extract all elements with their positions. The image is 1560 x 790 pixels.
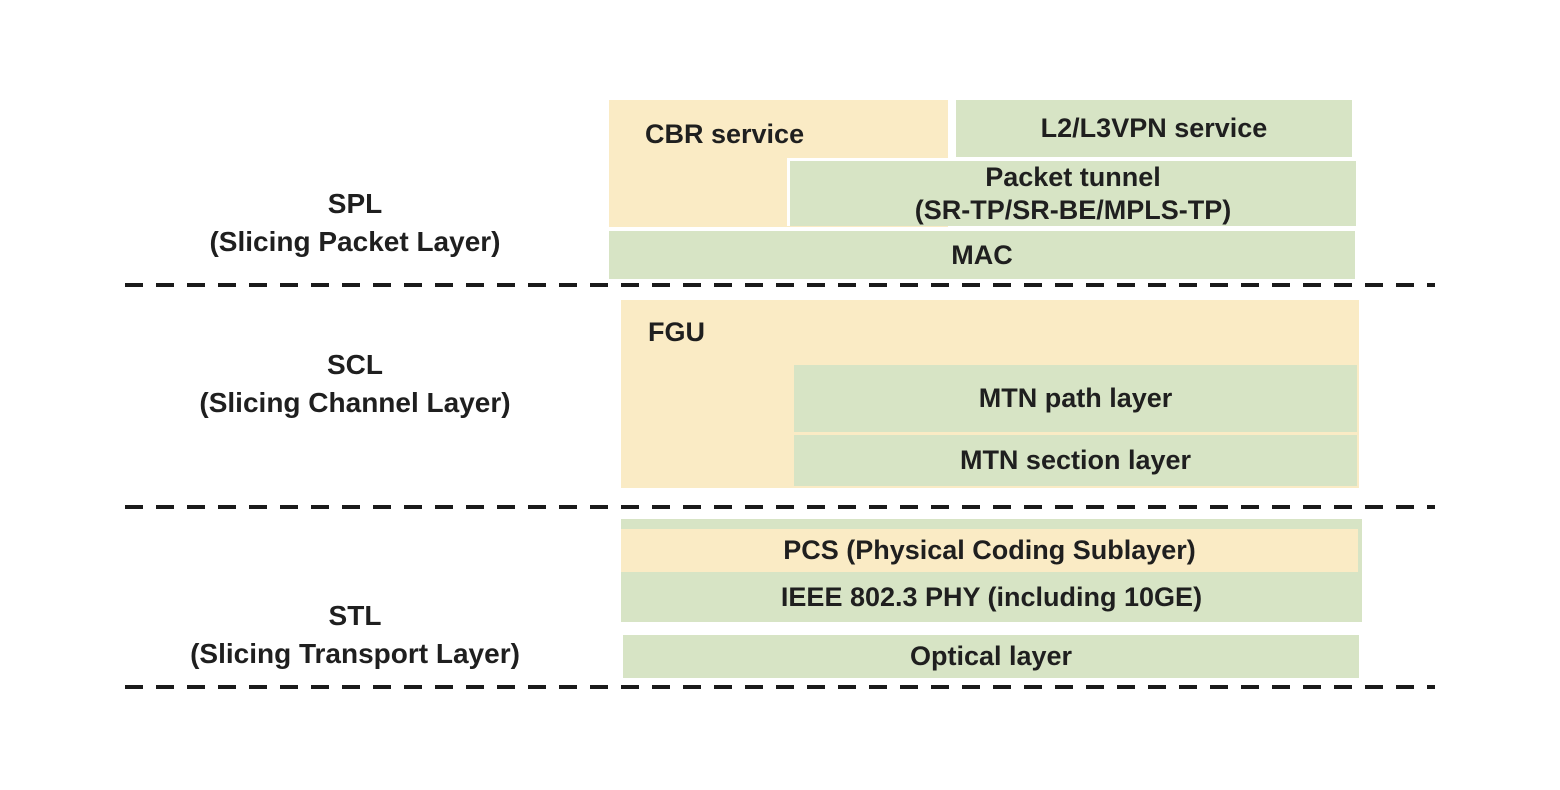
mtn-path-layer-label: MTN path layer — [978, 383, 1173, 413]
fgu-label: FGU — [648, 317, 705, 347]
pcs-label: PCS (Physical Coding Sublayer) — [783, 535, 1196, 565]
l2l3vpn-service-label: L2/L3VPN service — [1040, 113, 1268, 143]
packet-tunnel-box: Packet tunnel (SR-TP/SR-BE/MPLS-TP) — [787, 158, 1356, 226]
mac-box: MAC — [609, 231, 1355, 279]
spl-full-name: (Slicing Packet Layer) — [209, 226, 501, 257]
spl-layer-label: SPL (Slicing Packet Layer) — [125, 185, 585, 261]
stl-abbr: STL — [328, 600, 382, 631]
divider-bottom — [125, 685, 1435, 689]
optical-layer-label: Optical layer — [909, 641, 1073, 671]
mtn-section-layer-box: MTN section layer — [794, 435, 1357, 486]
stl-full-name: (Slicing Transport Layer) — [190, 638, 520, 669]
mac-label: MAC — [951, 239, 1013, 270]
divider-spl-scl — [125, 283, 1435, 287]
stl-layer-label: STL (Slicing Transport Layer) — [125, 597, 585, 673]
ieee-phy-box: IEEE 802.3 PHY (including 10GE) — [621, 572, 1362, 622]
scl-layer-label: SCL (Slicing Channel Layer) — [125, 346, 585, 422]
mtn-section-layer-label: MTN section layer — [959, 445, 1192, 475]
cbr-service-label: CBR service — [645, 119, 805, 149]
l2l3vpn-service-box: L2/L3VPN service — [956, 100, 1352, 157]
packet-tunnel-label-line2: (SR-TP/SR-BE/MPLS-TP) — [914, 194, 1232, 225]
pcs-box: PCS (Physical Coding Sublayer) — [621, 529, 1358, 572]
spl-abbr: SPL — [327, 188, 383, 219]
scl-full-name: (Slicing Channel Layer) — [199, 387, 511, 418]
divider-scl-stl — [125, 505, 1435, 509]
mtn-path-layer-box: MTN path layer — [794, 365, 1357, 432]
optical-layer-box: Optical layer — [623, 635, 1359, 678]
packet-tunnel-label-line1: Packet tunnel — [985, 161, 1161, 192]
ieee-phy-label: IEEE 802.3 PHY (including 10GE) — [780, 581, 1203, 612]
scl-abbr: SCL — [327, 349, 383, 380]
